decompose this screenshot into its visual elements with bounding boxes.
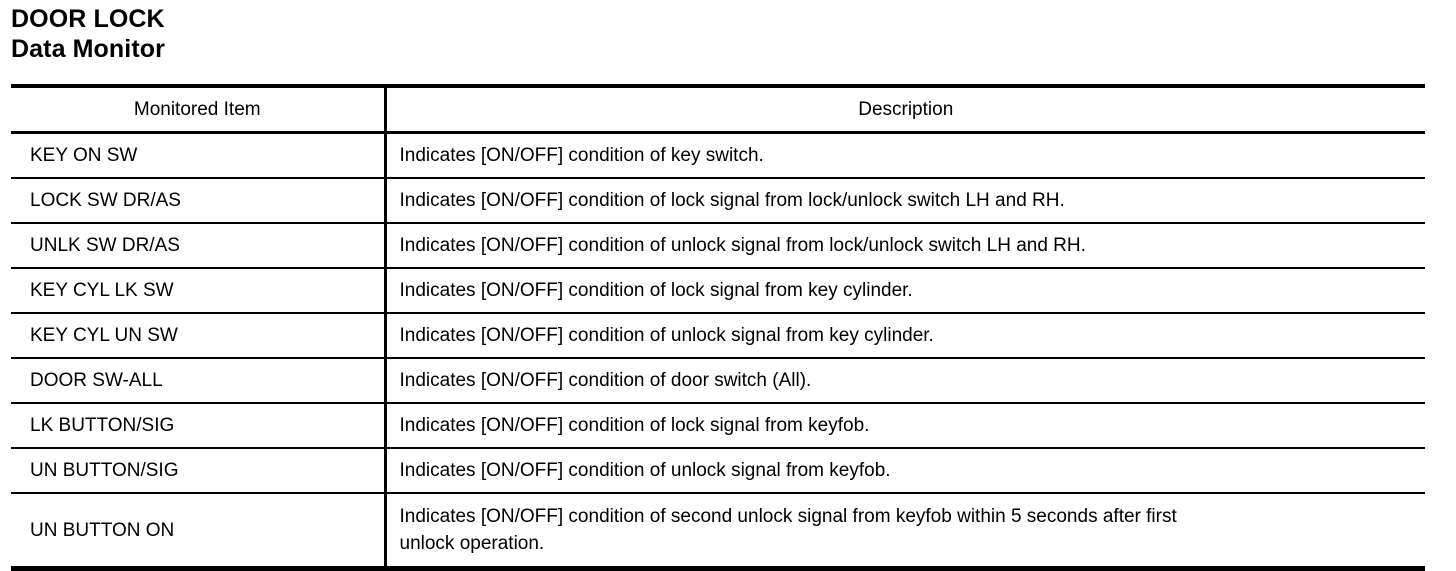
cell-monitored-item: LOCK SW DR/AS (11, 178, 387, 224)
table-row: DOOR SW-ALL Indicates [ON/OFF] condition… (11, 358, 1425, 404)
table-row: UN BUTTON ON Indicates [ON/OFF] conditio… (11, 493, 1425, 571)
cell-description-line-1: Indicates [ON/OFF] condition of second u… (399, 506, 1177, 527)
cell-description: Indicates [ON/OFF] condition of key swit… (385, 132, 1425, 179)
cell-monitored-item: KEY CYL LK SW (11, 268, 387, 314)
cell-description: Indicates [ON/OFF] condition of second u… (385, 493, 1425, 571)
cell-description-line-2: unlock operation. (399, 533, 545, 554)
data-monitor-table-wrapper: Monitored Item Description KEY ON SW Ind… (11, 84, 1425, 571)
page-title: DOOR LOCK (11, 5, 165, 33)
table-row: LOCK SW DR/AS Indicates [ON/OFF] conditi… (11, 178, 1425, 224)
table-row: KEY CYL UN SW Indicates [ON/OFF] conditi… (11, 313, 1425, 359)
table-row: UN BUTTON/SIG Indicates [ON/OFF] conditi… (11, 448, 1425, 494)
cell-monitored-item: LK BUTTON/SIG (11, 403, 387, 449)
data-monitor-table: Monitored Item Description KEY ON SW Ind… (11, 84, 1425, 571)
cell-monitored-item: DOOR SW-ALL (11, 358, 387, 404)
column-header-description: Description (385, 84, 1425, 134)
cell-monitored-item: KEY ON SW (11, 132, 387, 179)
page-subtitle: Data Monitor (11, 35, 165, 63)
table-row: KEY ON SW Indicates [ON/OFF] condition o… (11, 132, 1425, 179)
table-row: UNLK SW DR/AS Indicates [ON/OFF] conditi… (11, 223, 1425, 269)
table-header: Monitored Item Description (11, 84, 1425, 134)
cell-description: Indicates [ON/OFF] condition of lock sig… (385, 178, 1425, 224)
cell-description: Indicates [ON/OFF] condition of lock sig… (385, 268, 1425, 314)
cell-description: Indicates [ON/OFF] condition of door swi… (385, 358, 1425, 404)
table-body: KEY ON SW Indicates [ON/OFF] condition o… (11, 132, 1425, 571)
document-headings: DOOR LOCK Data Monitor (0, 0, 1456, 64)
cell-monitored-item: UNLK SW DR/AS (11, 223, 387, 269)
column-header-monitored-item: Monitored Item (11, 84, 387, 134)
cell-monitored-item: UN BUTTON/SIG (11, 448, 387, 494)
cell-description: Indicates [ON/OFF] condition of unlock s… (385, 448, 1425, 494)
cell-description: Indicates [ON/OFF] condition of unlock s… (385, 313, 1425, 359)
cell-monitored-item: UN BUTTON ON (11, 493, 387, 571)
cell-description: Indicates [ON/OFF] condition of lock sig… (385, 403, 1425, 449)
table-header-row: Monitored Item Description (11, 84, 1425, 134)
table-row: LK BUTTON/SIG Indicates [ON/OFF] conditi… (11, 403, 1425, 449)
cell-monitored-item: KEY CYL UN SW (11, 313, 387, 359)
table-row: KEY CYL LK SW Indicates [ON/OFF] conditi… (11, 268, 1425, 314)
cell-description: Indicates [ON/OFF] condition of unlock s… (385, 223, 1425, 269)
